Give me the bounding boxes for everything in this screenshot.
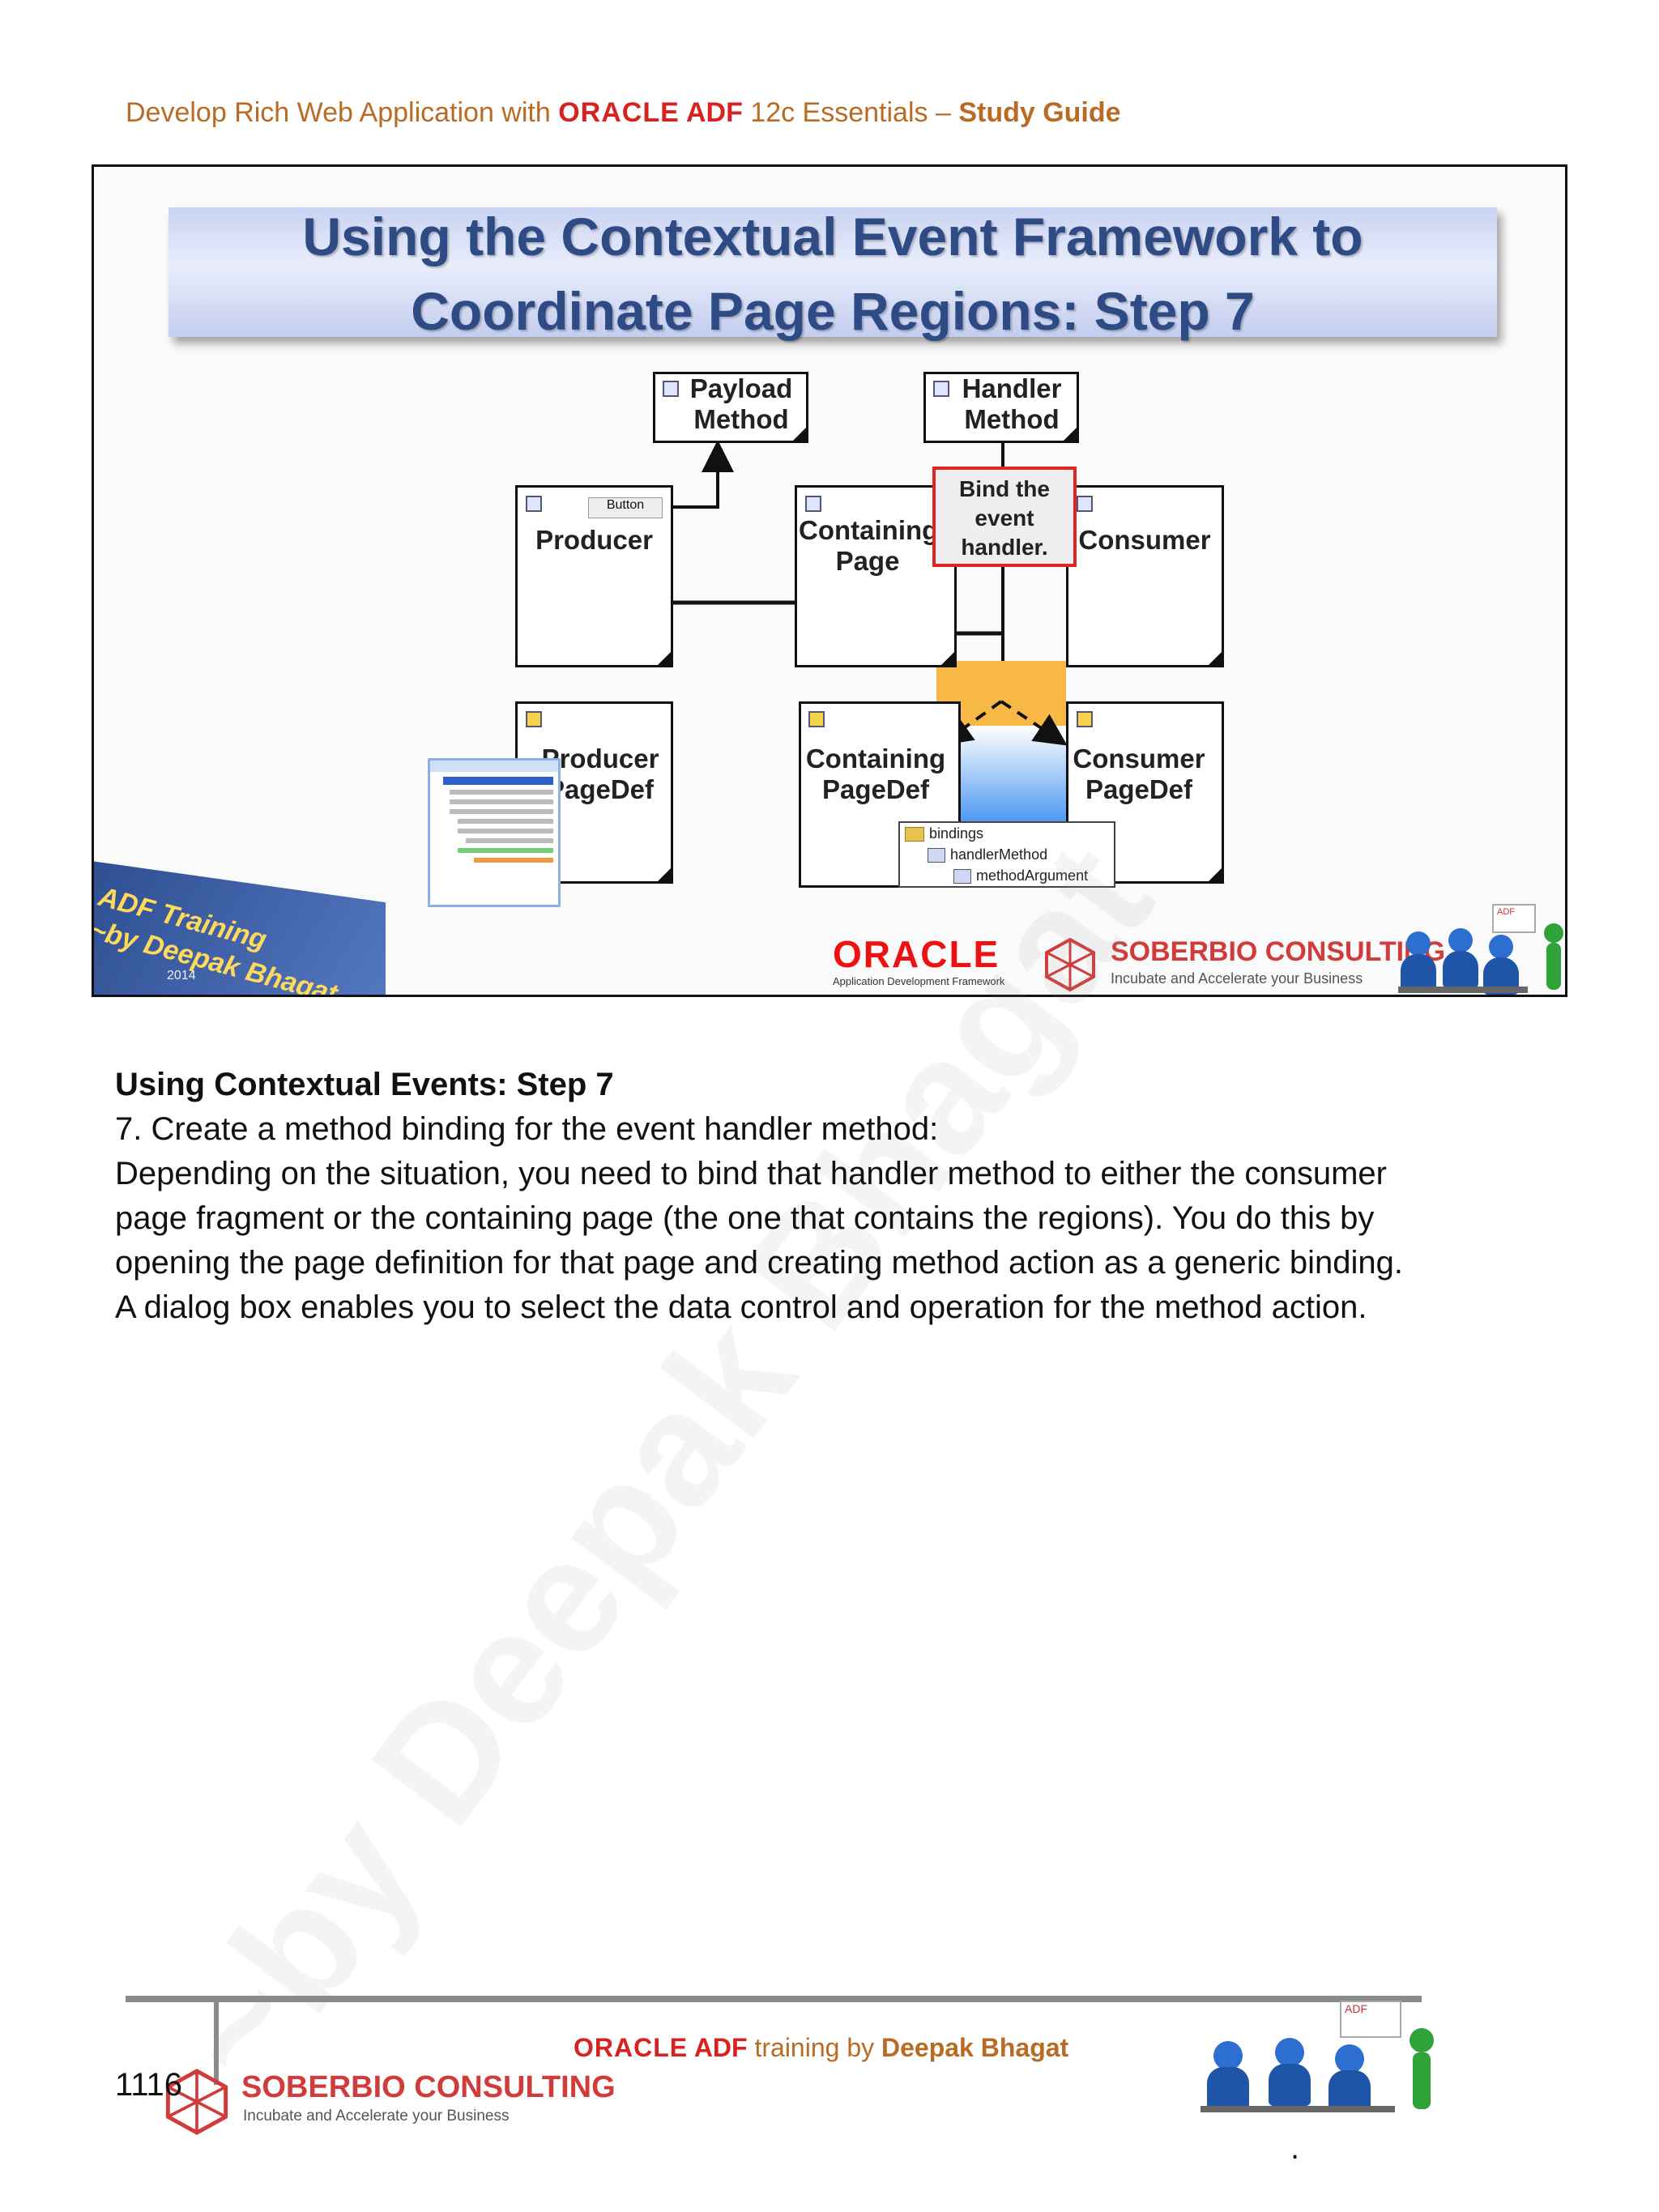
slide-figure: Using the Contextual Event Framework to … bbox=[92, 164, 1567, 997]
body-heading: Using Contextual Events: Step 7 bbox=[115, 1067, 614, 1102]
page-number: 1116 bbox=[115, 2067, 183, 2103]
watermark: ~by Deepak Bhagat bbox=[139, 812, 1187, 2120]
slide-soberbio-tagline: Incubate and Accelerate your Business bbox=[1111, 970, 1363, 987]
consumer-node bbox=[1066, 485, 1224, 667]
producer-button-label: Button bbox=[588, 497, 663, 518]
footer-classroom-people-graphic: ADF bbox=[1197, 1999, 1448, 2120]
bindings-tree: bindings handlerMethod methodArgument bbox=[898, 821, 1115, 888]
tree-row-bindings: bindings bbox=[905, 823, 1114, 844]
slide-soberbio-name: SOBERBIO CONSULTING bbox=[1111, 936, 1446, 967]
payload-method-icon bbox=[663, 381, 679, 397]
consumer-pagedef-node bbox=[1066, 701, 1224, 884]
producer-pagedef-screenshot bbox=[428, 758, 561, 907]
body-line-4: opening the page definition for that pag… bbox=[115, 1245, 1404, 1281]
footer-training: training by bbox=[747, 2033, 881, 2062]
footer-rule bbox=[126, 1996, 1422, 2002]
tree-row-handler-method: handlerMethod bbox=[905, 844, 1114, 865]
slide-title-line-1: Using the Contextual Event Framework to bbox=[302, 207, 1363, 266]
header-adf: ADF bbox=[679, 97, 743, 128]
body-line-5: A dialog box enables you to select the d… bbox=[115, 1289, 1367, 1325]
footer-soberbio-cube-icon bbox=[165, 2069, 228, 2135]
footer-tick bbox=[214, 1996, 219, 2085]
body-line-2: Depending on the situation, you need to … bbox=[115, 1156, 1387, 1191]
consumer-pagedef-icon bbox=[1077, 711, 1093, 727]
header-suffix: 12c Essentials – bbox=[742, 97, 959, 128]
footer-soberbio-name: SOBERBIO CONSULTING bbox=[241, 2070, 616, 2104]
producer-label: Producer bbox=[535, 525, 653, 555]
footer-dot: . bbox=[1290, 2130, 1300, 2166]
method-argument-icon bbox=[953, 869, 971, 884]
producer-pagedef-icon bbox=[526, 711, 542, 727]
slide-title-band bbox=[168, 207, 1497, 337]
header-prefix: Develop Rich Web Application with bbox=[126, 97, 559, 128]
footer-author: Deepak Bhagat bbox=[881, 2033, 1069, 2062]
handler-method-icon bbox=[933, 381, 949, 397]
body-line-3: page fragment or the containing page (th… bbox=[115, 1200, 1375, 1236]
footer-oracle-logo: ORACLE bbox=[574, 2033, 689, 2062]
header-study-guide: Study Guide bbox=[958, 97, 1121, 128]
page-header: Develop Rich Web Application with ORACLE… bbox=[126, 97, 1121, 129]
body-line-1: 7. Create a method binding for the event… bbox=[115, 1111, 939, 1147]
soberbio-cube-icon bbox=[1045, 937, 1095, 992]
containing-pagedef-icon bbox=[808, 711, 825, 727]
banner-year: 2014 bbox=[167, 969, 196, 982]
footer-graphic-adf-tag: ADF bbox=[1345, 2002, 1367, 2015]
consumer-icon bbox=[1077, 496, 1093, 512]
header-oracle-logo: ORACLE bbox=[558, 97, 680, 128]
containing-page-node bbox=[795, 485, 957, 667]
slide-title-line-2: Coordinate Page Regions: Step 7 bbox=[411, 281, 1255, 341]
folder-icon bbox=[905, 827, 924, 842]
classroom-people-graphic: ADF bbox=[1398, 896, 1565, 995]
slide-oracle-logo: ORACLE bbox=[833, 933, 1000, 975]
slide-title: Using the Contextual Event Framework to … bbox=[168, 199, 1497, 348]
payload-method-node bbox=[653, 372, 808, 443]
tree-row-method-argument: methodArgument bbox=[905, 865, 1114, 886]
footer-soberbio-tagline: Incubate and Accelerate your Business bbox=[243, 2108, 510, 2125]
handler-method-node bbox=[923, 372, 1079, 443]
producer-icon bbox=[526, 496, 542, 512]
consumer-label: Consumer bbox=[1078, 525, 1211, 555]
method-icon bbox=[928, 848, 945, 863]
containing-page-icon bbox=[805, 496, 821, 512]
footer-tagline: ORACLE ADF training by Deepak Bhagat bbox=[574, 2033, 1068, 2063]
slide-oracle-subtitle: Application Development Framework bbox=[833, 975, 1005, 987]
footer-adf: ADF bbox=[688, 2033, 748, 2062]
body-text: Using Contextual Events: Step 7 7. Creat… bbox=[115, 1063, 1557, 1330]
graphic-adf-tag: ADF bbox=[1497, 907, 1515, 917]
